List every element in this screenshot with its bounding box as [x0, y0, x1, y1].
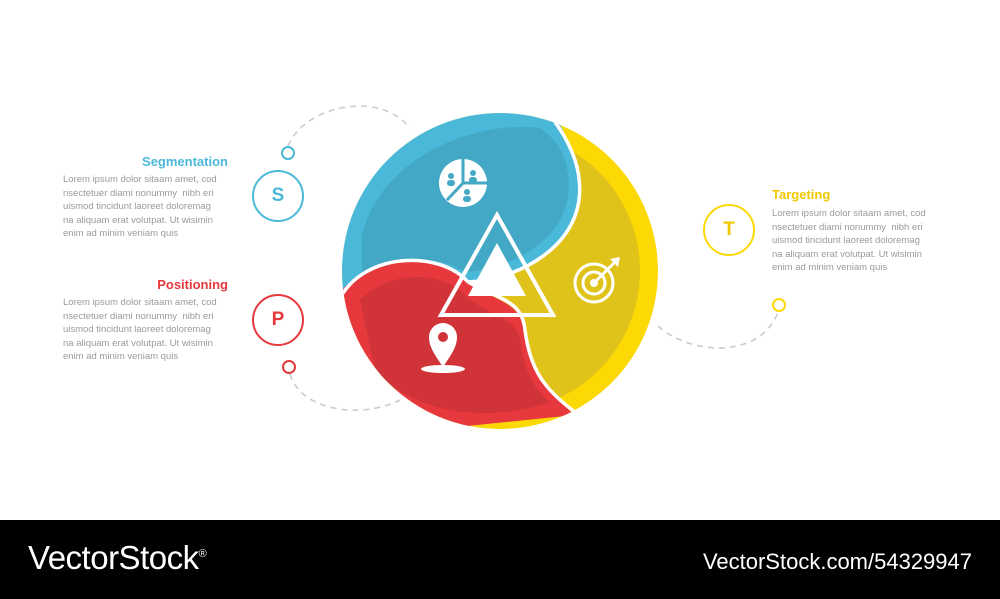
positioning-badge: P — [252, 294, 304, 346]
central-swirl-circle — [342, 113, 658, 429]
target-arrow-icon — [573, 257, 620, 304]
watermark-footer: VectorStock® VectorStock.com/54329947 — [0, 520, 1000, 599]
pie-chart-users-icon — [439, 159, 487, 207]
targeting-connector — [657, 311, 779, 349]
segmentation-badge: S — [252, 170, 304, 222]
positioning-connector — [289, 373, 401, 411]
segmentation-connector-dot — [281, 146, 295, 160]
stp-diagram — [281, 105, 786, 429]
map-pin-icon — [421, 323, 465, 373]
center-triangle-outline — [437, 210, 557, 317]
positioning-description: Lorem ipsum dolor sitaam amet, cod nsect… — [63, 297, 217, 363]
center-triangle — [468, 243, 526, 296]
targeting-badge: T — [703, 204, 755, 256]
swirl-divider-blue-red — [342, 258, 470, 299]
targeting-description: Lorem ipsum dolor sitaam amet, cod nsect… — [772, 208, 926, 274]
segmentation-description: Lorem ipsum dolor sitaam amet, cod nsect… — [63, 174, 217, 240]
positioning-title: Positioning — [157, 277, 228, 292]
segmentation-title: Segmentation — [142, 154, 228, 169]
targeting-title: Targeting — [772, 187, 831, 202]
targeting-connector-dot — [772, 298, 786, 312]
stock-id-text: VectorStock.com/54329947 — [702, 549, 972, 574]
positioning-connector-dot — [282, 360, 296, 374]
vectorstock-logo: VectorStock® — [28, 539, 207, 576]
segmentation-connector — [287, 105, 411, 147]
